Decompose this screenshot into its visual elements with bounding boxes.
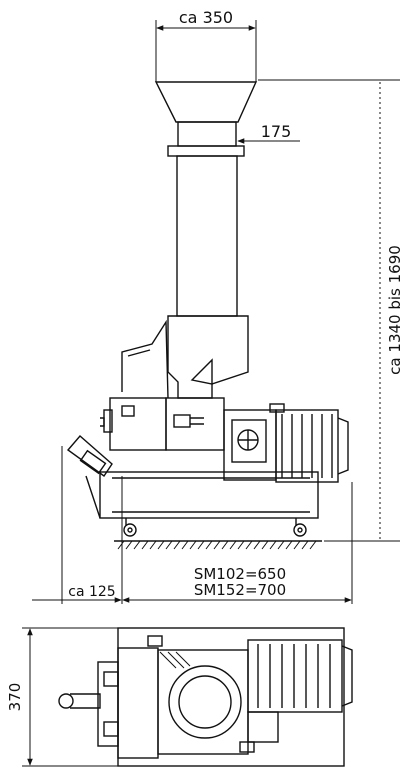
center-block-handle [173, 414, 191, 428]
plan-small-left [103, 671, 119, 687]
plan-motor-fins [257, 644, 331, 708]
plan-motor [247, 639, 343, 713]
lid-inner [127, 349, 151, 357]
label-tube-diameter: 175 [261, 122, 292, 141]
cutting-housing [167, 315, 249, 399]
tube-flange [167, 145, 245, 157]
label-hopper-width: ca 350 [179, 8, 233, 27]
dimension-lines [22, 20, 400, 767]
front-unit [109, 397, 167, 451]
plan-small-left-2 [103, 721, 119, 737]
caster-left [123, 518, 137, 537]
label-length-sm152: SM152=700 [194, 581, 286, 599]
feed-tube [176, 155, 238, 317]
motor-body [275, 409, 339, 483]
chute-handle [79, 449, 107, 475]
base-left-slope [85, 475, 101, 519]
plan-view [58, 627, 353, 767]
motor-terminal [269, 403, 285, 413]
handwheel-knob [100, 417, 105, 427]
plan-bolt-2 [147, 635, 163, 647]
label-plan-width: 370 [6, 683, 24, 712]
pulley-guard [231, 419, 267, 463]
plan-motor-foot [247, 711, 279, 743]
label-total-height: ca 1340 bis 1690 [386, 245, 404, 375]
pulley-cross [238, 430, 258, 450]
hopper [154, 81, 258, 123]
plan-hatch-top [159, 651, 191, 669]
plan-motor-endcap [341, 645, 353, 707]
handwheel-hub [103, 409, 113, 433]
front-unit-knob [121, 405, 135, 417]
base-inner [112, 477, 310, 513]
motor-endcap [337, 417, 349, 475]
plan-handle-shaft [70, 693, 101, 709]
center-block-shaft [190, 417, 204, 425]
discharge-chute [66, 435, 113, 477]
label-length-sm102: SM102=650 [194, 565, 286, 583]
hopper-neck [177, 121, 237, 147]
side-view [66, 81, 349, 550]
caster-right [293, 518, 307, 537]
plan-hopper-block [117, 647, 159, 759]
plan-feed-block [97, 661, 119, 747]
motor-fins [281, 414, 333, 478]
ground-hatch [117, 540, 317, 550]
plan-bolt-1 [239, 741, 255, 753]
housing-inner-triangle [190, 358, 213, 385]
plan-chamber-inner [178, 675, 232, 729]
machine-base [99, 471, 319, 519]
housing-lid [121, 319, 169, 399]
plan-chamber-outer [168, 665, 242, 739]
label-front-offset: ca 125 [68, 584, 115, 600]
plan-handle-knob [58, 693, 74, 709]
